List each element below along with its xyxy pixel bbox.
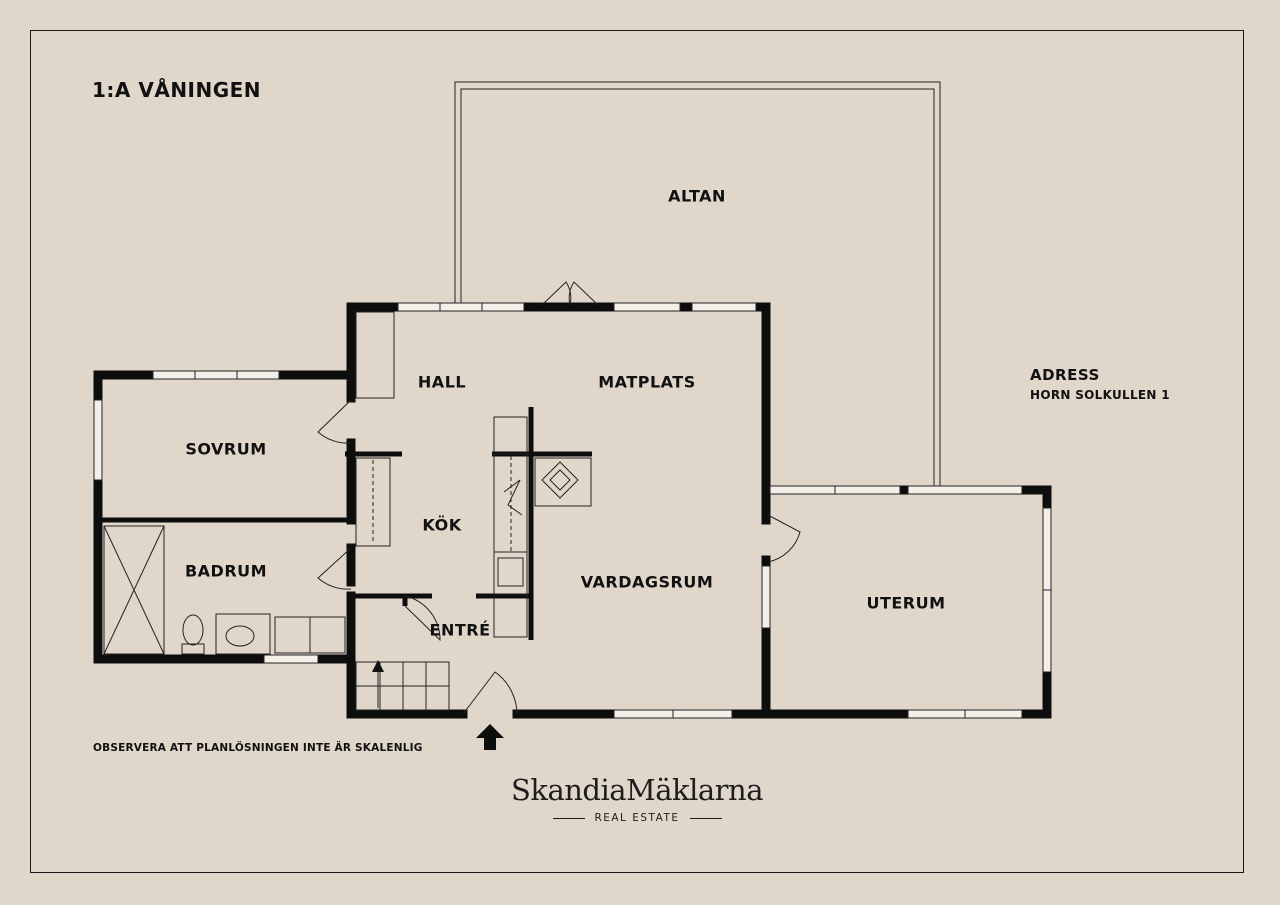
room-label-kok: KÖK xyxy=(422,515,462,535)
altan-outline xyxy=(454,81,941,490)
room-label-hall: HALL xyxy=(417,372,467,392)
room-label-uterum: UTERUM xyxy=(866,593,946,613)
room-label-matplats: MATPLATS xyxy=(598,372,696,392)
doors xyxy=(317,281,801,715)
address-value: HORN SOLKULLEN 1 xyxy=(1030,388,1170,402)
room-label-entre: ENTRÉ xyxy=(429,620,491,640)
windows xyxy=(93,302,1052,719)
interior-walls xyxy=(100,407,592,640)
room-label-vardagsrum: VARDAGSRUM xyxy=(580,572,714,592)
address-heading: ADRESS xyxy=(1030,366,1100,384)
tagline-rule-right xyxy=(690,818,722,819)
entrance-arrow-icon xyxy=(476,724,504,750)
room-label-altan: ALTAN xyxy=(668,186,726,206)
fixtures xyxy=(103,311,592,711)
brand-logo: SkandiaMäklarna xyxy=(511,773,764,807)
floor-title: 1:A VÅNINGEN xyxy=(92,78,262,102)
brand-tagline: REAL ESTATE xyxy=(594,812,680,824)
room-label-sovrum: SOVRUM xyxy=(185,439,267,459)
page-frame xyxy=(30,30,1244,873)
walls xyxy=(93,302,1052,719)
stair-arrow-icon xyxy=(372,660,384,672)
scale-disclaimer: OBSERVERA ATT PLANLÖSNINGEN INTE ÄR SKAL… xyxy=(93,742,423,754)
room-label-badrum: BADRUM xyxy=(184,561,268,581)
tagline-rule-left xyxy=(553,818,585,819)
